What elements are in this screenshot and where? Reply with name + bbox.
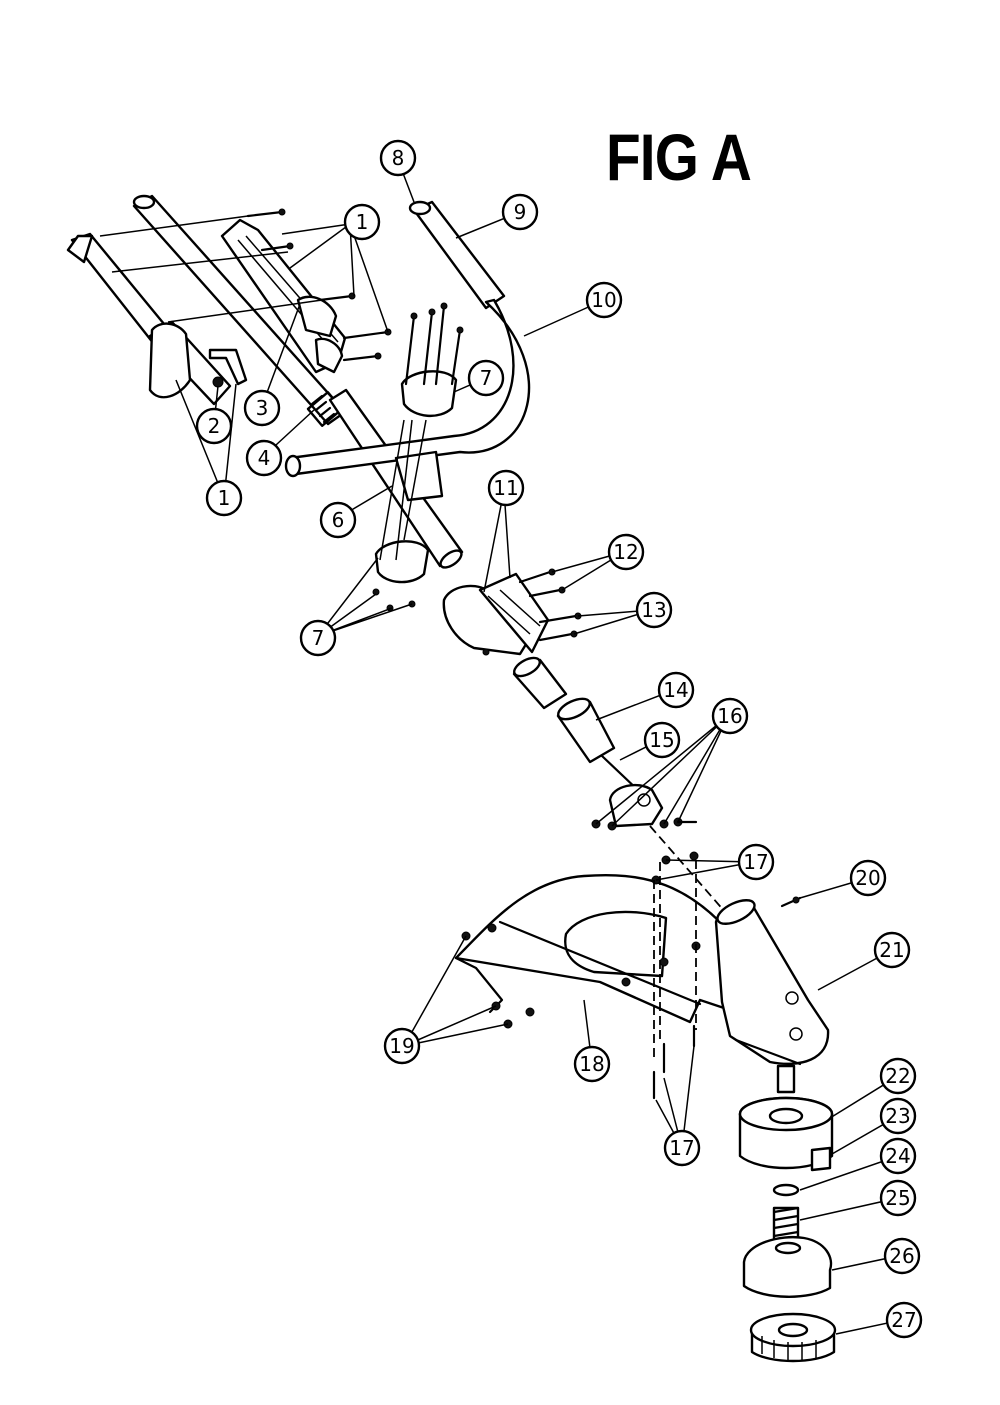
callout-label: 26 [889, 1244, 914, 1268]
callout-7-upper: 7 [467, 359, 505, 397]
callout-label: 16 [717, 704, 742, 728]
callout-label: 2 [208, 414, 221, 438]
callout-label: 9 [514, 200, 527, 224]
callout-18: 18 [573, 1045, 611, 1083]
figure-title: FIG A [606, 120, 752, 194]
callout-19: 19 [383, 1027, 421, 1065]
callout-label: 3 [256, 396, 269, 420]
callout-24: 24 [879, 1137, 917, 1175]
callout-1-upper: 1 [343, 203, 381, 241]
callout-26: 26 [883, 1237, 921, 1275]
coupling-housing [442, 568, 582, 656]
upper-clamp [394, 302, 464, 502]
callout-label: 10 [591, 288, 616, 312]
callout-7-lower: 7 [299, 619, 337, 657]
gear-head [714, 896, 830, 1094]
callout-22: 22 [879, 1057, 917, 1095]
shaft-tube [328, 388, 464, 569]
callout-label: 11 [493, 476, 518, 500]
callout-label: 7 [312, 626, 325, 650]
callout-label: 7 [480, 366, 493, 390]
callout-8: 8 [379, 139, 417, 177]
callout-4: 4 [245, 439, 283, 477]
callout-label: 8 [392, 146, 405, 170]
callout-label: 20 [855, 866, 880, 890]
spacer-tubes [512, 656, 642, 794]
callout-label: 23 [885, 1104, 910, 1128]
callout-label: 6 [332, 508, 345, 532]
callout-9: 9 [501, 193, 539, 231]
callout-3: 3 [243, 389, 281, 427]
callout-20: 20 [849, 859, 887, 897]
callout-label: 1 [218, 486, 231, 510]
callout-11: 11 [487, 469, 525, 507]
callout-21: 21 [873, 931, 911, 969]
callout-label: 18 [579, 1052, 604, 1076]
callout-label: 13 [641, 598, 666, 622]
callout-2: 2 [195, 407, 233, 445]
callout-27: 27 [885, 1301, 923, 1339]
callout-17-lower: 17 [663, 1129, 701, 1167]
callout-1-lower: 1 [205, 479, 243, 517]
callout-label: 1 [356, 210, 369, 234]
callout-label: 4 [258, 446, 271, 470]
callout-label: 17 [669, 1136, 694, 1160]
callout-label: 17 [743, 850, 768, 874]
callout-label: 15 [649, 728, 674, 752]
callout-label: 24 [885, 1144, 910, 1168]
callout-label: 21 [879, 938, 904, 962]
callout-14: 14 [657, 671, 695, 709]
callout-label: 19 [389, 1034, 414, 1058]
callout-23: 23 [879, 1097, 917, 1135]
callout-13: 13 [635, 591, 673, 629]
callout-12: 12 [607, 533, 645, 571]
callout-label: 25 [885, 1186, 910, 1210]
callout-label: 12 [613, 540, 638, 564]
callout-25: 25 [879, 1179, 917, 1217]
callout-label: 14 [663, 678, 688, 702]
loop-handle [284, 200, 531, 478]
callout-label: 27 [891, 1308, 916, 1332]
callout-label: 22 [885, 1064, 910, 1088]
callout-15: 15 [643, 721, 681, 759]
handle-screws [246, 208, 392, 362]
callout-10: 10 [585, 281, 623, 319]
trimmer-head [738, 1096, 837, 1363]
callout-16: 16 [711, 697, 749, 735]
callout-6: 6 [319, 501, 357, 539]
callout-17-upper: 17 [737, 843, 775, 881]
